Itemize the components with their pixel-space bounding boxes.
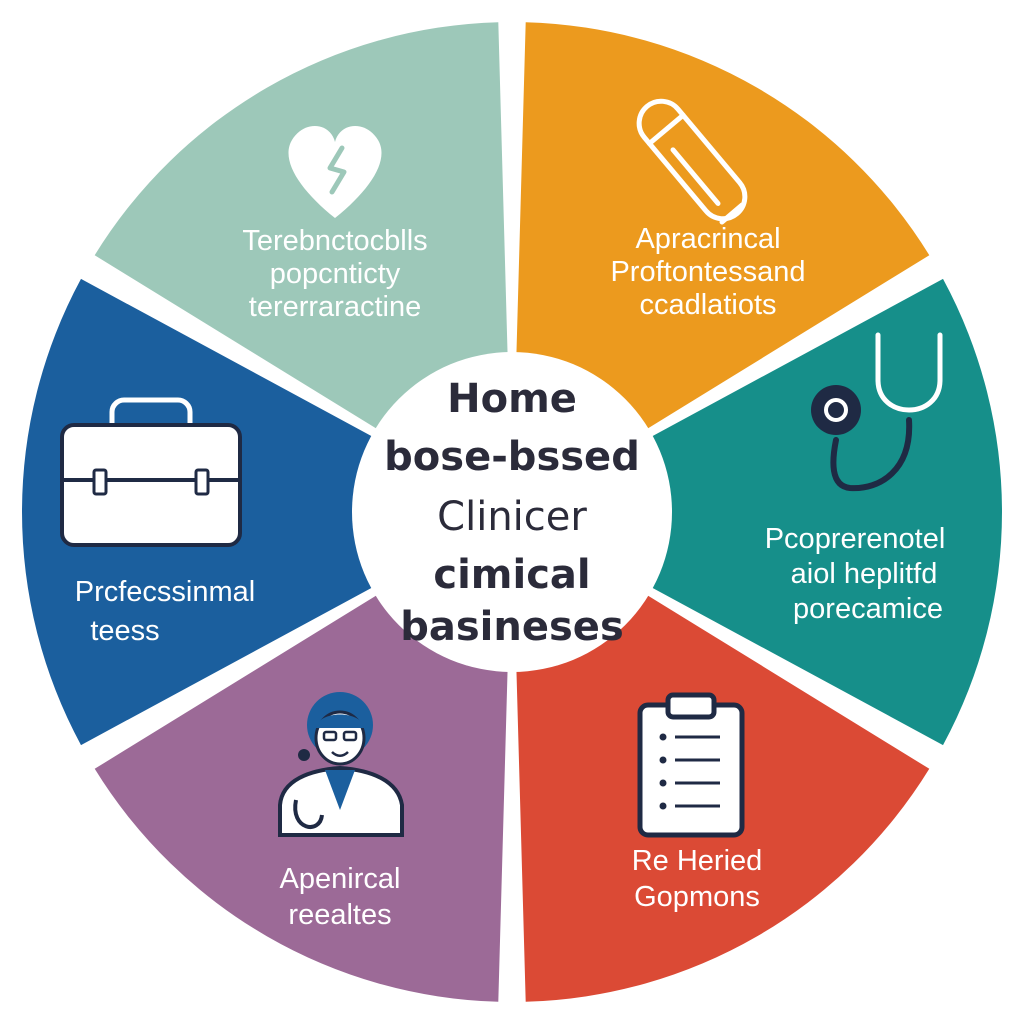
segment-label-left: Prcfecssinmal teess: [75, 576, 256, 647]
label-line: Pcoprerenotel: [765, 523, 946, 555]
center-circle: [352, 352, 672, 672]
label-line: Terebnctocblls: [242, 225, 427, 257]
label-line: reealtes: [288, 899, 391, 931]
nurse-avatar-icon: [278, 692, 404, 837]
label-line: aiol heplitfd: [791, 558, 938, 590]
center-line-3: Clinicer: [437, 494, 587, 540]
center-line-2: bose-bssed: [384, 434, 640, 480]
label-line: Prcfecssinmal: [75, 576, 256, 608]
center-title: Home bose-bssed Clinicer cimical basines…: [384, 376, 640, 650]
center-line-5: basineses: [400, 604, 624, 650]
segment-right: [643, 278, 1002, 746]
label-line: Proftontessand: [610, 256, 805, 288]
test-tube-icon: [636, 98, 748, 225]
label-line: popcnticty: [270, 258, 401, 290]
segment-label-right: Pcoprerenotel aiol heplitfd porecamice: [765, 523, 946, 625]
broken-heart-icon: [288, 125, 382, 218]
center-line-4: cimical: [433, 552, 590, 598]
label-line: Gopmons: [634, 881, 760, 913]
label-line: ccadlatiots: [639, 289, 776, 321]
segment-label-bottom-left: Apenircal reealtes: [280, 863, 401, 931]
segment-label-bottom-right: Re Heried Gopmons: [632, 845, 763, 913]
briefcase-icon: [60, 397, 242, 547]
label-line: Apracrincal: [635, 223, 780, 255]
segment-label-top-right: Apracrincal Proftontessand ccadlatiots: [610, 223, 805, 321]
label-line: tererraractine: [249, 291, 421, 323]
label-line: teess: [90, 615, 159, 647]
stethoscope-icon: [811, 332, 943, 492]
label-line: porecamice: [793, 593, 943, 625]
segment-label-top-left: Terebnctocblls popcnticty tererraractine: [242, 225, 427, 323]
label-line: Re Heried: [632, 845, 763, 877]
clipboard-checklist-icon: [637, 692, 745, 838]
segment-top-right: [516, 22, 930, 434]
center-line-1: Home: [447, 376, 577, 422]
label-line: Apenircal: [280, 863, 401, 895]
segment-top-left: [94, 22, 508, 434]
